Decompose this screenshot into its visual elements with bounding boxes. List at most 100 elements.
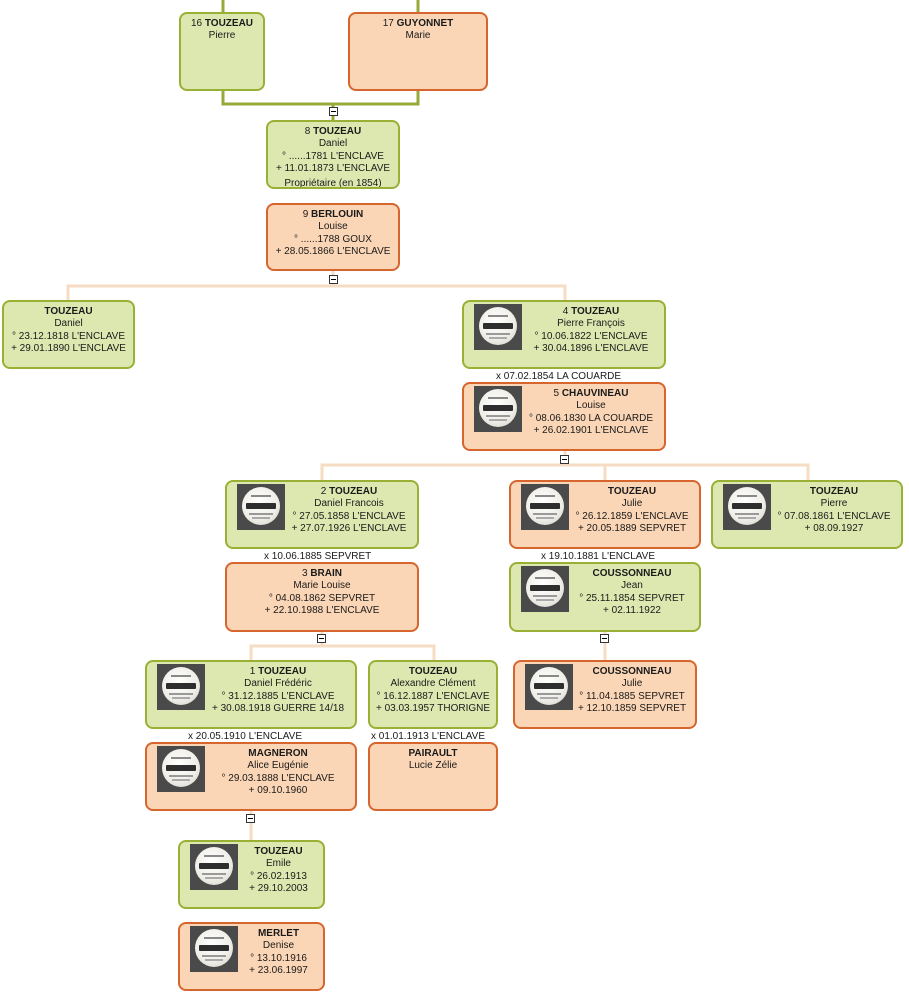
collapse-toggle-icon[interactable]: [329, 275, 338, 284]
surname: TOUZEAU: [204, 18, 254, 29]
given-name: Pierre: [820, 498, 848, 510]
person-card-brain-marie-louise-3[interactable]: 3 BRAIN Marie Louise ° 04.08.1862 SEPVRE…: [225, 562, 419, 632]
portrait-photo[interactable]: [190, 926, 238, 972]
sosa-number: 5: [553, 388, 560, 399]
sosa-number: 9: [302, 209, 309, 220]
sosa-number: 1: [249, 666, 256, 677]
person-card-touzeau-daniel-frederic-1[interactable]: 1 TOUZEAU Daniel Frédéric ° 31.12.1885 L…: [145, 660, 357, 729]
collapse-toggle-icon[interactable]: [600, 634, 609, 643]
death-date: + 29.10.2003: [249, 882, 308, 894]
birth-date: ° ......1781 L'ENCLAVE: [282, 150, 384, 162]
surname: GUYONNET: [396, 18, 454, 29]
collapse-toggle-icon[interactable]: [329, 107, 338, 116]
marriage-label: x 19.10.1881 L'ENCLAVE: [541, 551, 656, 562]
sosa-number: 4: [562, 306, 569, 317]
given-name: Louise: [318, 221, 348, 233]
marriage-label: x 10.06.1885 SEPVRET: [264, 551, 372, 562]
surname: TOUZEAU: [313, 126, 362, 137]
birth-date: ° 04.08.1862 SEPVRET: [268, 592, 376, 604]
person-card-touzeau-emile[interactable]: TOUZEAU Emile ° 26.02.1913 + 29.10.2003: [178, 840, 325, 909]
given-name: Daniel Frédéric: [244, 678, 312, 690]
collapse-toggle-icon[interactable]: [246, 814, 255, 823]
person-card-coussonneau-julie[interactable]: COUSSONNEAU Julie ° 11.04.1885 SEPVRET +…: [513, 660, 697, 729]
marriage-label: x 20.05.1910 L'ENCLAVE: [188, 731, 303, 742]
surname: TOUZEAU: [809, 486, 859, 497]
person-card-touzeau-alexandre-clement[interactable]: TOUZEAU Alexandre Clément ° 16.12.1887 L…: [368, 660, 498, 729]
birth-date: ° 10.06.1822 L'ENCLAVE: [534, 330, 648, 342]
person-card-guyonnet-marie-17[interactable]: 17 GUYONNET Marie: [348, 12, 488, 91]
person-card-touzeau-daniel-8[interactable]: 8 TOUZEAU Daniel ° ......1781 L'ENCLAVE …: [266, 120, 400, 189]
death-date: + 26.02.1901 L'ENCLAVE: [533, 424, 649, 436]
surname: TOUZEAU: [329, 486, 378, 497]
portrait-photo[interactable]: [190, 844, 238, 890]
portrait-photo[interactable]: [521, 484, 569, 530]
surname: PAIRAULT: [408, 748, 458, 759]
death-date: + 30.04.1896 L'ENCLAVE: [533, 342, 649, 354]
surname: TOUZEAU: [607, 486, 657, 497]
death-date: + 09.10.1960: [248, 784, 308, 796]
given-name: Marie Louise: [293, 580, 351, 592]
person-card-magneron-alice-eugenie[interactable]: MAGNERON Alice Eugénie ° 29.03.1888 L'EN…: [145, 742, 357, 811]
sosa-number: 2: [320, 486, 327, 497]
portrait-photo[interactable]: [237, 484, 285, 530]
collapse-toggle-icon[interactable]: [317, 634, 326, 643]
given-name: Louise: [576, 400, 606, 412]
portrait-photo[interactable]: [157, 746, 205, 792]
death-date: + 02.11.1922: [603, 604, 661, 616]
surname: BERLOUIN: [311, 209, 364, 220]
given-name: Jean: [621, 580, 643, 592]
person-card-pairault-lucie-zelie[interactable]: PAIRAULT Lucie Zélie: [368, 742, 498, 811]
person-card-coussonneau-jean[interactable]: COUSSONNEAU Jean ° 25.11.1854 SEPVRET + …: [509, 562, 701, 632]
person-card-chauvineau-louise-5[interactable]: 5 CHAUVINEAU Louise ° 08.06.1830 LA COUA…: [462, 382, 666, 451]
given-name: Pierre: [208, 30, 236, 42]
given-name: Daniel: [54, 318, 83, 330]
given-name: Denise: [262, 940, 295, 952]
person-card-touzeau-pierre-francois-4[interactable]: 4 TOUZEAU Pierre François ° 10.06.1822 L…: [462, 300, 666, 369]
surname: TOUZEAU: [408, 666, 458, 677]
person-card-touzeau-daniel-francois-2[interactable]: 2 TOUZEAU Daniel Francois ° 27.05.1858 L…: [225, 480, 419, 549]
portrait-photo[interactable]: [474, 386, 522, 432]
birth-date: ° 13.10.1916: [250, 952, 307, 964]
portrait-photo[interactable]: [157, 664, 205, 710]
given-name: Emile: [265, 858, 291, 870]
given-name: Alice Eugénie: [247, 760, 309, 772]
person-card-touzeau-pierre-16[interactable]: 16 TOUZEAU Pierre: [179, 12, 265, 91]
death-date: + 23.06.1997: [249, 964, 308, 976]
surname: COUSSONNEAU: [592, 568, 672, 579]
person-card-merlet-denise[interactable]: MERLET Denise ° 13.10.1916 + 23.06.1997: [178, 922, 325, 991]
person-card-berlouin-louise-9[interactable]: 9 BERLOUIN Louise ° ......1788 GOUX + 28…: [266, 203, 400, 271]
surname: TOUZEAU: [571, 306, 620, 317]
person-card-touzeau-pierre-1861[interactable]: TOUZEAU Pierre ° 07.08.1861 L'ENCLAVE + …: [711, 480, 903, 549]
surname: TOUZEAU: [44, 306, 93, 317]
surname: COUSSONNEAU: [592, 666, 672, 677]
death-date: + 11.01.1873 L'ENCLAVE: [275, 162, 391, 174]
portrait-photo[interactable]: [525, 664, 573, 710]
portrait-photo[interactable]: [723, 484, 771, 530]
person-card-touzeau-julie[interactable]: TOUZEAU Julie ° 26.12.1859 L'ENCLAVE + 2…: [509, 480, 701, 549]
portrait-photo[interactable]: [521, 566, 569, 612]
surname: TOUZEAU: [254, 846, 303, 857]
given-name: Julie: [621, 498, 643, 510]
person-card-touzeau-daniel-1818[interactable]: TOUZEAU Daniel ° 23.12.1818 L'ENCLAVE + …: [2, 300, 135, 369]
death-date: + 20.05.1889 SEPVRET: [577, 522, 687, 534]
death-date: + 28.05.1866 L'ENCLAVE: [275, 245, 391, 257]
surname: CHAUVINEAU: [561, 388, 629, 399]
occupation: Propriétaire (en 1854): [284, 178, 382, 189]
birth-date: ° 23.12.1818 L'ENCLAVE: [11, 330, 126, 342]
death-date: + 08.09.1927: [804, 522, 864, 534]
surname: TOUZEAU: [258, 666, 307, 677]
given-name: Marie: [405, 30, 431, 42]
birth-date: ° ......1788 GOUX: [294, 233, 372, 245]
given-name: Daniel: [318, 138, 348, 150]
collapse-toggle-icon[interactable]: [560, 455, 569, 464]
sosa-number: 16: [190, 18, 203, 29]
birth-date: ° 16.12.1887 L'ENCLAVE: [376, 690, 490, 702]
given-name: Alexandre Clément: [390, 678, 476, 690]
sosa-number: 3: [301, 568, 308, 579]
birth-date: ° 26.02.1913: [250, 870, 307, 882]
portrait-photo[interactable]: [474, 304, 522, 350]
death-date: + 03.03.1957 THORIGNE: [375, 702, 491, 714]
birth-date: ° 07.08.1861 L'ENCLAVE: [777, 510, 891, 522]
marriage-label: x 07.02.1854 LA COUARDE: [496, 371, 622, 382]
surname: MERLET: [257, 928, 300, 939]
